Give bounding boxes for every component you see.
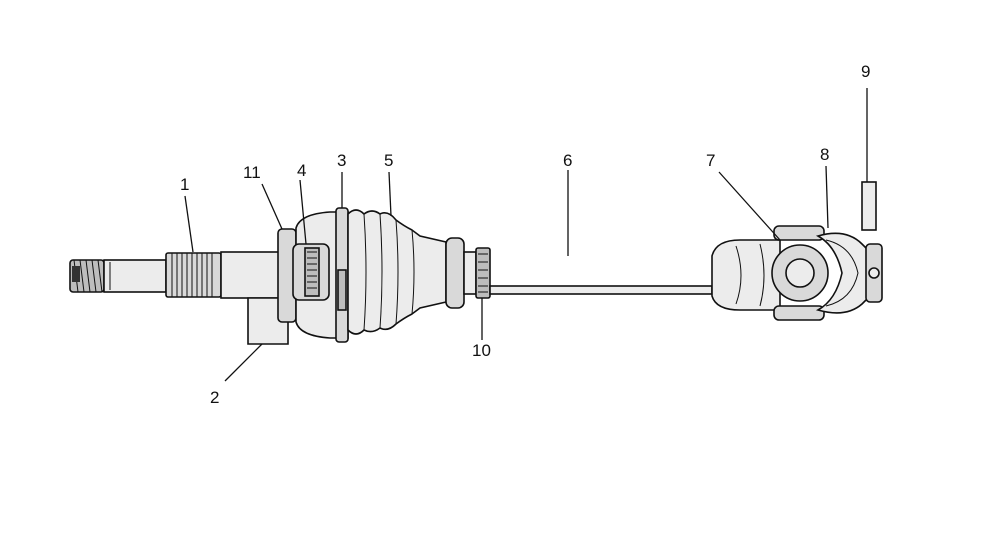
boot-neck <box>463 251 477 295</box>
yoke <box>711 239 781 311</box>
outer-yoke <box>815 232 883 314</box>
callout-6: 6 <box>563 151 572 170</box>
callout-10: 10 <box>472 341 491 360</box>
shaft-neck <box>220 251 280 299</box>
callout-1: 1 <box>180 175 189 194</box>
callout-8: 8 <box>820 145 829 164</box>
cv-boot <box>347 209 447 335</box>
cv-housing <box>292 207 349 343</box>
callout-7: 7 <box>706 151 715 170</box>
callout-11: 11 <box>243 163 261 182</box>
callout-5: 5 <box>384 151 393 170</box>
axle-shaft <box>489 285 713 295</box>
u-joint-cross <box>771 225 829 321</box>
stub-collar <box>103 259 167 293</box>
boot-clamp <box>475 247 491 299</box>
leader-lines <box>184 88 868 382</box>
callout-9: 9 <box>861 62 870 81</box>
callout-4: 4 <box>297 161 306 180</box>
callout-2: 2 <box>210 388 219 407</box>
threaded-stub <box>69 259 105 293</box>
retaining-pin <box>861 181 877 231</box>
callout-3: 3 <box>337 151 346 170</box>
splined-section <box>165 252 222 298</box>
boot-neck-ring <box>445 237 465 309</box>
